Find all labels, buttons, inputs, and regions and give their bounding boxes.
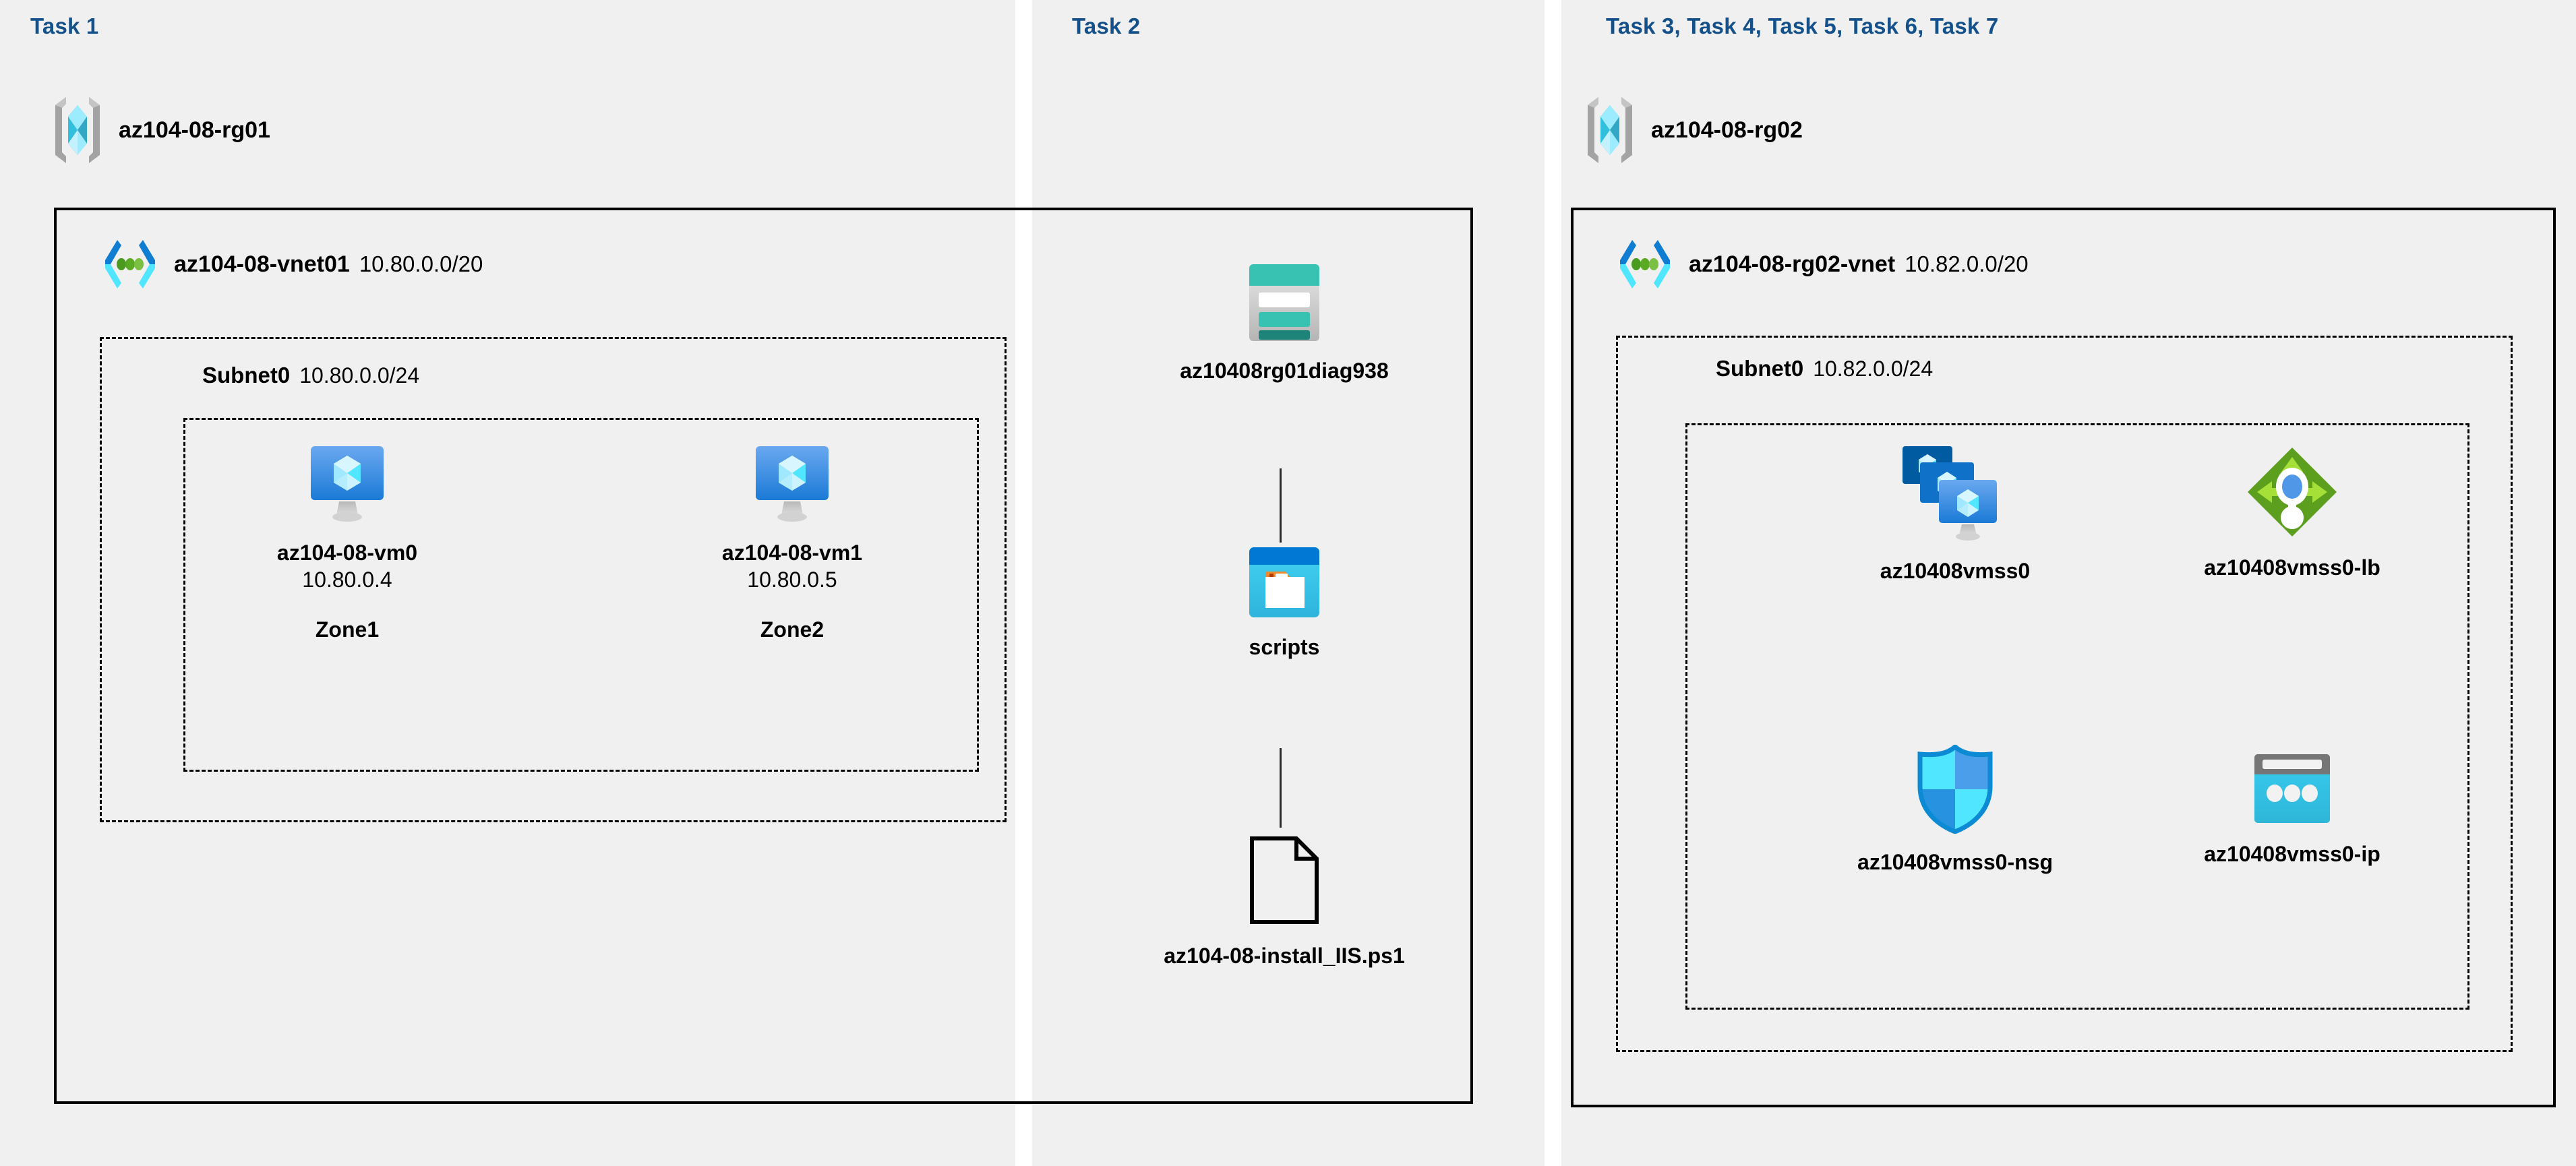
- node-load-balancer: az10408vmss0-lb: [2134, 445, 2451, 581]
- vnet-name: az104-08-rg02-vnet: [1689, 251, 1896, 277]
- virtual-machine-icon: [307, 445, 388, 524]
- load-balancer-icon: [2245, 445, 2339, 539]
- node-storage-account: az10408rg01diag938: [1116, 263, 1453, 384]
- node-label: az104-08-vm1: [721, 541, 863, 565]
- vm-group-boundary-task1: [183, 418, 979, 772]
- storage-account-icon: [1248, 263, 1321, 342]
- blob-container-icon: [1248, 546, 1321, 619]
- resource-group-label: az104-08-rg01: [119, 117, 270, 143]
- subnet02-boundary: [1616, 336, 2513, 1052]
- node-label: az10408rg01diag938: [1180, 359, 1389, 383]
- task-2-heading: Task 2: [1072, 13, 1141, 38]
- vnet02-boundary: [1571, 208, 2556, 1107]
- node-label: az10408vmss0-nsg: [1857, 850, 2053, 874]
- subnet-name: Subnet0: [1716, 356, 1804, 381]
- virtual-network-icon: [1615, 237, 1675, 291]
- subnet-cidr: 10.82.0.0/24: [1813, 357, 1934, 381]
- subnet01-header: Subnet0 10.80.0.0/24: [202, 363, 419, 388]
- vnet-cidr: 10.80.0.0/20: [359, 251, 483, 276]
- node-ip-address: 10.80.0.5: [747, 567, 837, 592]
- vnet01-boundary: [54, 208, 1473, 1104]
- vm-scale-set-icon: [1901, 445, 2009, 543]
- connector-scripts-to-file: [1280, 748, 1282, 828]
- connector-storage-to-scripts: [1280, 468, 1282, 543]
- node-vm0: az104-08-vm0 10.80.0.4 Zone1: [229, 445, 465, 642]
- node-label: az10408vmss0-ip: [2204, 842, 2380, 866]
- resource-group-boundary-task3: [1685, 423, 2469, 1010]
- subnet02-header: Subnet0 10.82.0.0/24: [1716, 356, 1933, 381]
- node-blob-container: scripts: [1149, 546, 1419, 661]
- virtual-network-icon: [100, 237, 160, 291]
- panel-task-3-to-7: [1561, 0, 2576, 1166]
- file-icon: [1247, 836, 1322, 925]
- network-security-group-icon: [1915, 745, 1996, 834]
- node-network-security-group: az10408vmss0-nsg: [1797, 745, 2114, 876]
- vnet-name: az104-08-vnet01: [174, 251, 350, 277]
- resource-group-rg02: az104-08-rg02: [1581, 94, 1803, 166]
- resource-group-icon: [1581, 94, 1639, 166]
- node-public-ip-address: az10408vmss0-ip: [2134, 751, 2451, 867]
- subnet01-boundary: [100, 337, 1007, 822]
- node-label: az104-08-vm0: [276, 541, 418, 565]
- node-zone: Zone2: [760, 617, 825, 642]
- node-label: az104-08-install_IIS.ps1: [1164, 944, 1405, 968]
- node-script-file: az104-08-install_IIS.ps1: [1072, 836, 1497, 969]
- subnet-cidr: 10.80.0.0/24: [299, 363, 420, 388]
- task-1-heading: Task 1: [30, 13, 99, 38]
- vnet-cidr: 10.82.0.0/20: [1905, 251, 2029, 276]
- vnet02-header: az104-08-rg02-vnet 10.82.0.0/20: [1615, 237, 2029, 291]
- node-label: scripts: [1249, 635, 1320, 659]
- node-vm-scale-set: az10408vmss0: [1797, 445, 2114, 584]
- public-ip-address-icon: [2252, 751, 2333, 826]
- subnet-name: Subnet0: [202, 363, 291, 388]
- node-label: az10408vmss0-lb: [2204, 555, 2380, 580]
- node-vm1: az104-08-vm1 10.80.0.5 Zone2: [674, 445, 910, 642]
- vnet01-header: az104-08-vnet01 10.80.0.0/20: [100, 237, 483, 291]
- node-label: az10408vmss0: [1880, 559, 2031, 583]
- node-zone: Zone1: [315, 617, 380, 642]
- resource-group-rg01: az104-08-rg01: [49, 94, 270, 166]
- resource-group-label: az104-08-rg02: [1651, 117, 1803, 143]
- panel-task-1: [0, 0, 1015, 1166]
- virtual-machine-icon: [752, 445, 833, 524]
- node-ip-address: 10.80.0.4: [302, 567, 392, 592]
- resource-group-icon: [49, 94, 107, 166]
- task-3-to-7-heading: Task 3, Task 4, Task 5, Task 6, Task 7: [1606, 13, 1999, 38]
